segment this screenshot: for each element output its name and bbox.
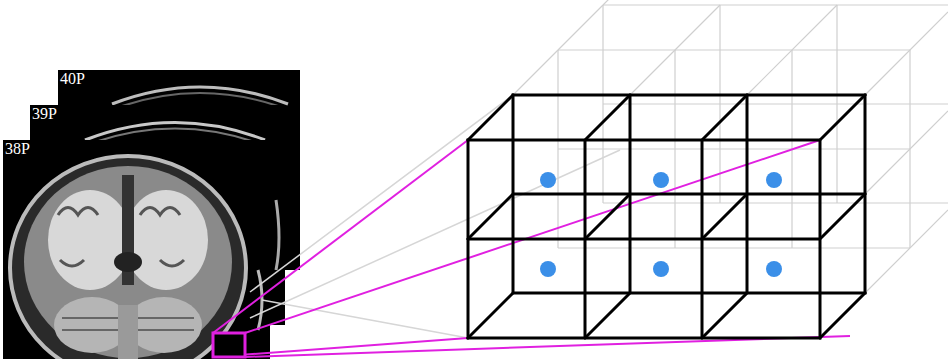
selection-box (213, 333, 245, 357)
slice-label: 38P (3, 140, 32, 158)
projection-line (213, 140, 850, 357)
background-grid (513, 0, 948, 293)
mri-slice (3, 140, 270, 359)
guide-line (250, 95, 620, 338)
voxel-grid (468, 95, 865, 338)
slice-label: 39P (30, 105, 59, 123)
slice-label: 40P (58, 70, 87, 88)
slice-label-holder: 39P (30, 105, 59, 123)
slice-label-holder: 40P (58, 70, 87, 88)
voxel-center (540, 172, 782, 277)
slice-label-holder: 38P (3, 140, 32, 158)
